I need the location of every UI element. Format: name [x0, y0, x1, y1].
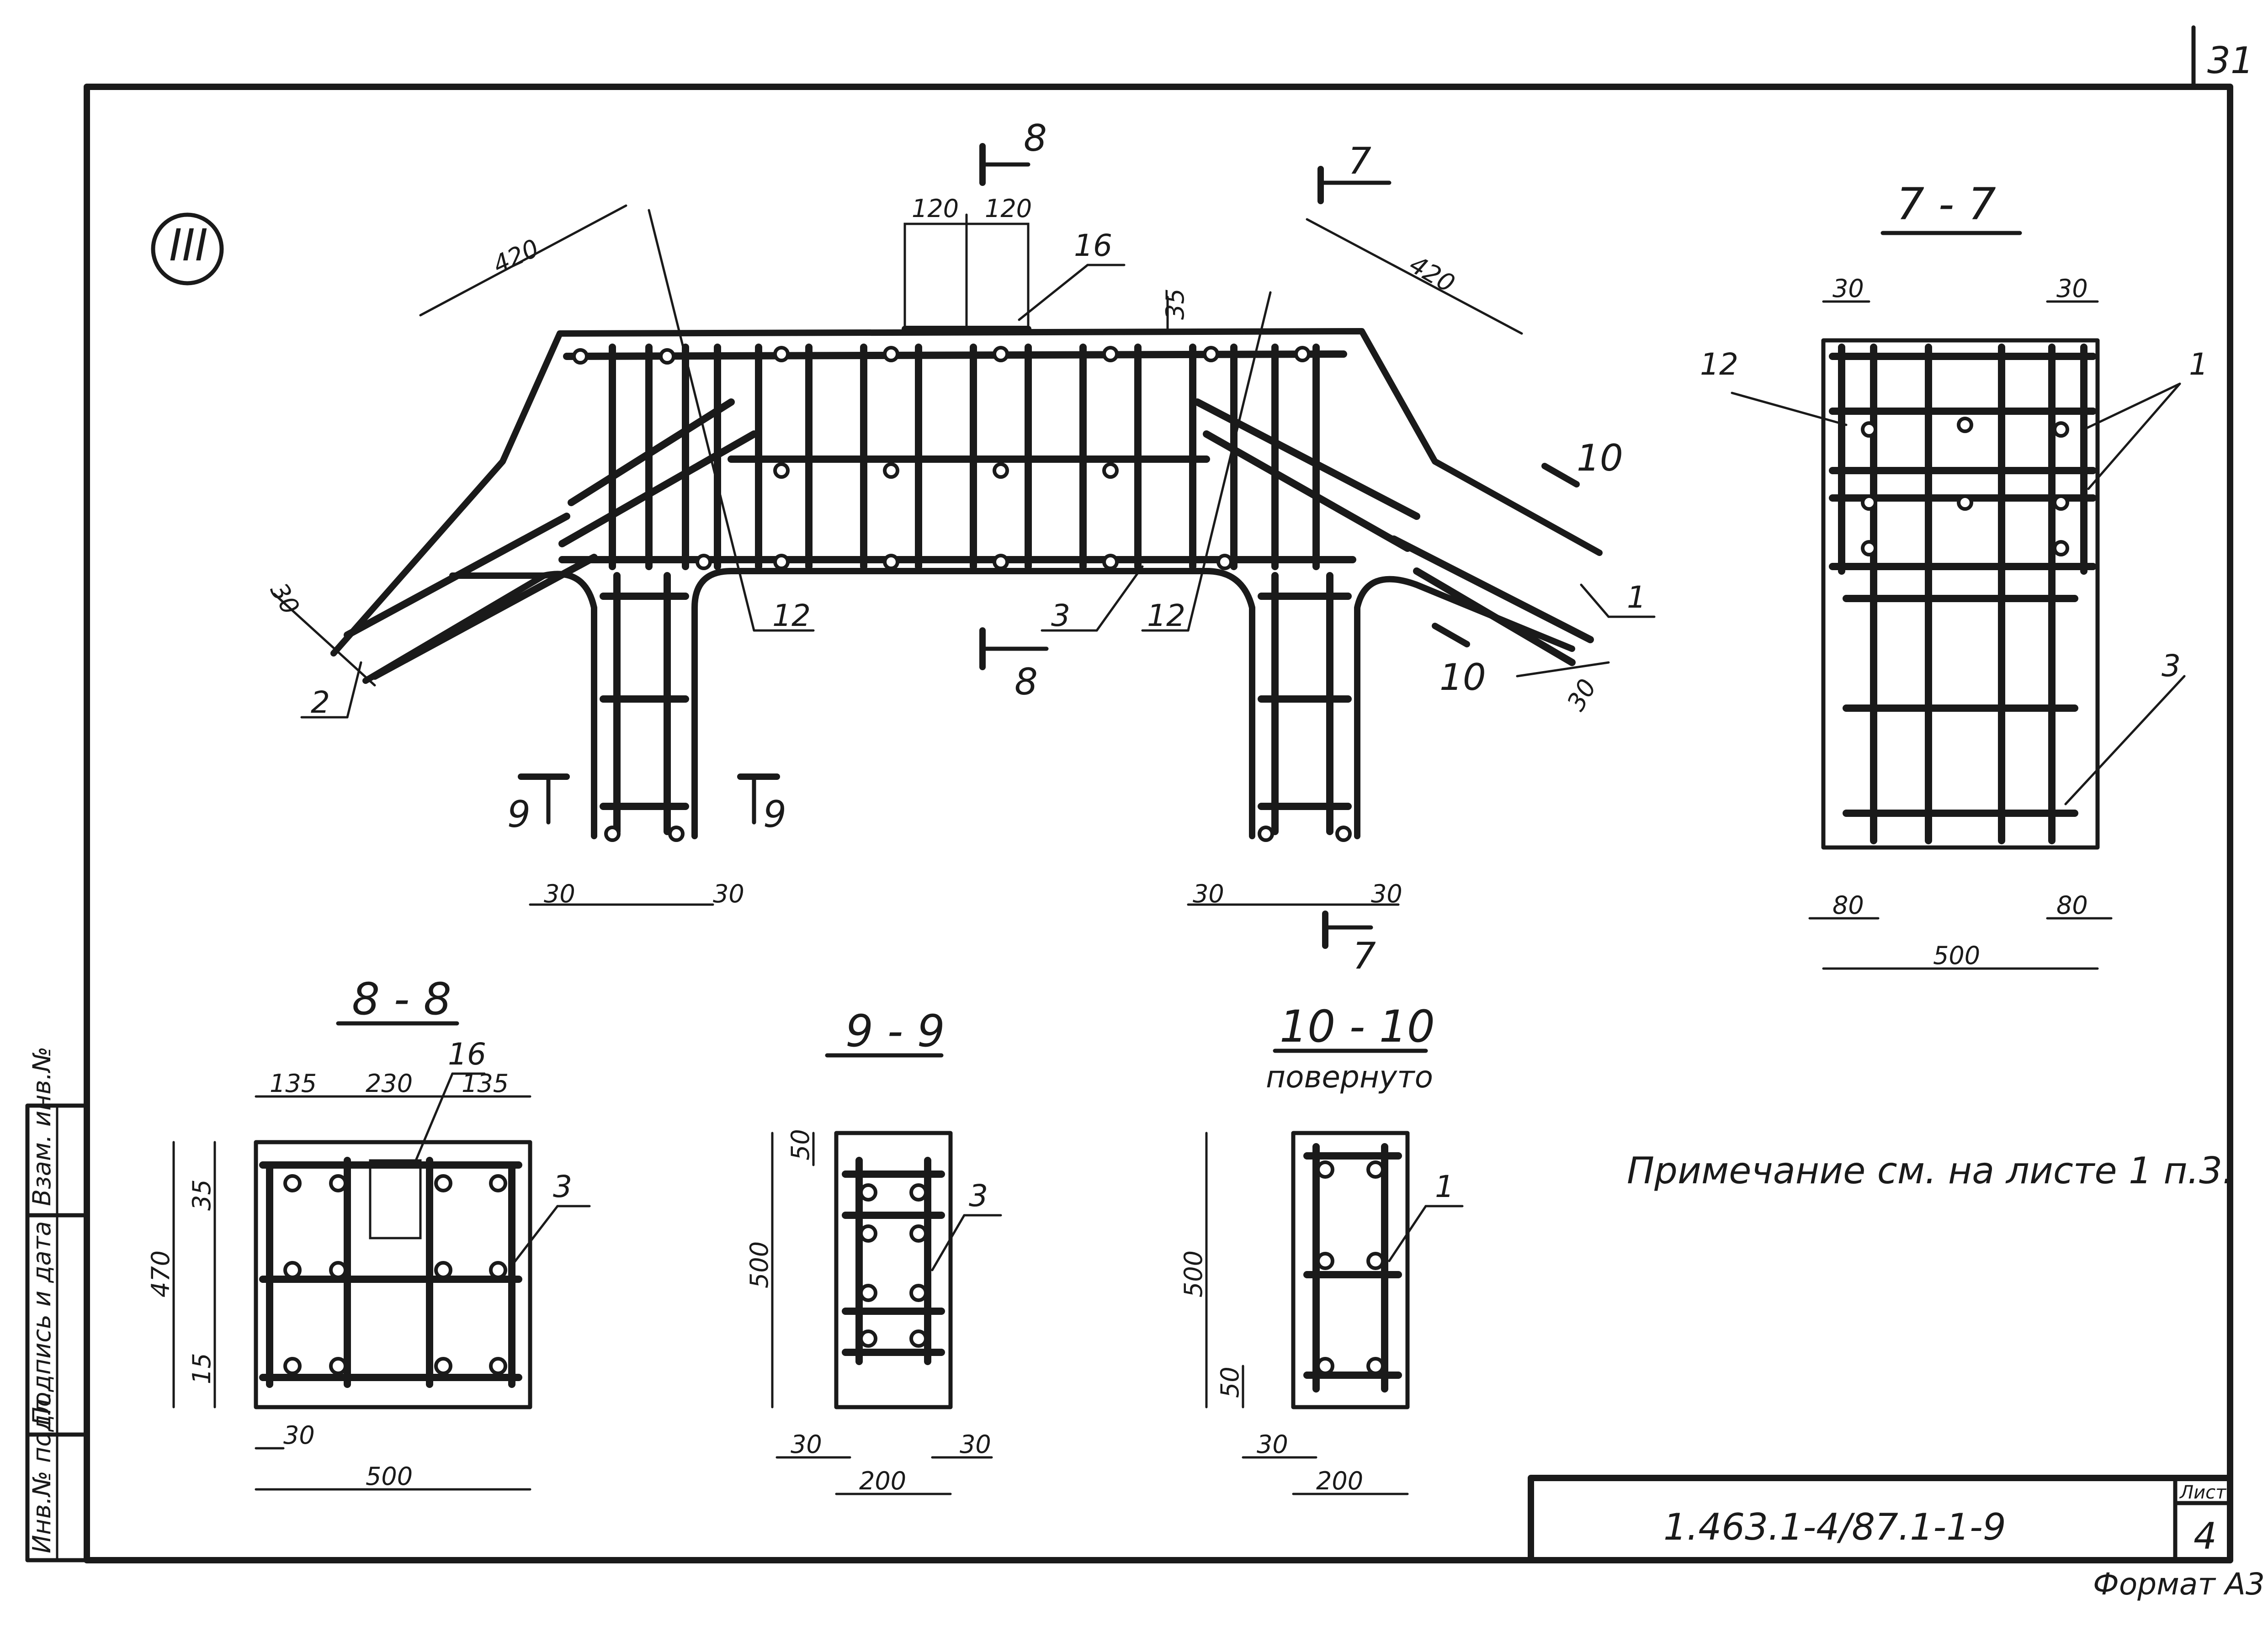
- node-circle: [151, 212, 224, 286]
- stamp-vzam: Взам. инв.№: [27, 1047, 56, 1206]
- bar-section-dots: [572, 346, 1352, 842]
- callout-10-10-1: 1: [1435, 1169, 1454, 1204]
- section-mark-9-right: 9: [763, 793, 786, 836]
- section-10-10-subtitle: повернуто: [1266, 1059, 1433, 1095]
- section-mark-10-bottom: 10: [1439, 656, 1486, 699]
- dim-9-9-r: 30: [960, 1430, 991, 1459]
- beam-stirrups: [609, 344, 1320, 570]
- callout-12-left: 12: [772, 598, 811, 633]
- dim-10-10-h: 500: [1179, 1250, 1208, 1297]
- callout-12-right: 12: [1147, 598, 1185, 633]
- section-mark-7-top: 7: [1348, 140, 1371, 182]
- callout-1: 1: [1627, 580, 1646, 615]
- title-block-code: 1.463.1-4/87.1-1-9: [1663, 1506, 2006, 1548]
- dim-9-9-width: 200: [859, 1467, 906, 1495]
- dim-9-9-h: 500: [745, 1241, 774, 1288]
- dim-7-7-top-l: 30: [1832, 274, 1864, 303]
- dim-8-8-width: 500: [366, 1462, 413, 1491]
- main-view: III: [151, 117, 1656, 977]
- page-number: 31: [2207, 39, 2254, 82]
- format-label: Формат А3: [2093, 1567, 2265, 1602]
- section-10-10-title: 10 - 10: [1280, 1001, 1435, 1052]
- stamp-podpis: Подпись и дата: [27, 1221, 56, 1425]
- dim-10-10-width: 200: [1316, 1467, 1363, 1495]
- callout-7-7-12: 12: [1700, 347, 1738, 382]
- section-mark-7-bottom: 7: [1353, 935, 1376, 977]
- sheet-frame: 31: [84, 25, 2254, 1563]
- section-mark-8-bottom: 8: [1014, 661, 1038, 703]
- dim-7-7-width: 500: [1933, 941, 1980, 970]
- side-stamp: Инв.№ подл. Подпись и дата Взам. инв.№: [25, 1047, 89, 1562]
- title-block: 1.463.1-4/87.1-1-9 Лист 4 Формат А3: [1528, 1475, 2265, 1602]
- section-9-9-title: 9 - 9: [845, 1006, 945, 1057]
- dim-8-8-b: 230: [366, 1069, 413, 1098]
- callout-7-7-3: 3: [2162, 648, 2181, 683]
- section-8-8: 8 - 8 135 230 135 470 35 15 30 500 16 3: [146, 974, 591, 1491]
- callout-9-9-3: 3: [969, 1178, 988, 1213]
- dim-8-8-side: 30: [283, 1421, 315, 1450]
- dim-30-right: 30: [1562, 674, 1602, 715]
- callout-7-7-1: 1: [2189, 347, 2208, 382]
- callout-8-8-16: 16: [448, 1037, 486, 1072]
- node-label: III: [169, 220, 208, 271]
- main-dimensions: [273, 204, 1610, 906]
- callout-3: 3: [1051, 598, 1070, 633]
- dim-420-left: 420: [489, 233, 543, 280]
- section-7-7: 7 - 7 30 30 80 80 500 12 1: [1700, 179, 2208, 970]
- dim-10-10-l: 30: [1257, 1430, 1288, 1459]
- dim-leg-l-30b: 30: [713, 879, 744, 908]
- dim-8-8-a: 135: [270, 1069, 317, 1098]
- dim-8-8-t: 35: [187, 1179, 216, 1211]
- dim-10-10-b: 50: [1216, 1366, 1244, 1398]
- section-mark-8-top: 8: [1024, 117, 1047, 159]
- stamp-inv-podl: Инв.№ подл.: [27, 1391, 56, 1553]
- frame-outline: [330, 328, 1603, 839]
- dim-leg-r-30b: 30: [1371, 879, 1402, 908]
- section-8-8-title: 8 - 8: [352, 974, 451, 1025]
- callout-8-8-3: 3: [553, 1169, 572, 1204]
- section-mark-10-top: 10: [1577, 437, 1623, 479]
- legs: [600, 572, 1352, 835]
- section-7-7-title: 7 - 7: [1896, 179, 1996, 230]
- dim-8-8-h: 470: [146, 1250, 175, 1297]
- dim-9-9-l: 30: [791, 1430, 822, 1459]
- callout-2: 2: [311, 685, 330, 720]
- dim-120-right: 120: [985, 194, 1032, 223]
- note-text: Примечание см. на листе 1 п.3.: [1627, 1149, 2234, 1192]
- section-markers: [518, 143, 1580, 949]
- dim-9-9-t: 50: [786, 1129, 815, 1160]
- dim-35: 35: [1161, 288, 1190, 320]
- callout-leaders: [300, 209, 1656, 719]
- dim-leg-l-30a: 30: [544, 879, 575, 908]
- dim-7-7-top-r: 30: [2056, 274, 2088, 303]
- section-9-9: 9 - 9 50 500 30 30 200 3: [745, 1006, 1002, 1495]
- dim-7-7-bot-l: 80: [1832, 891, 1864, 920]
- dim-30-left: 30: [265, 578, 305, 620]
- section-mark-9-left: 9: [507, 793, 531, 836]
- section-10-10: 10 - 10 повернуто 500 50 30 200 1: [1179, 1001, 1464, 1495]
- callout-16: 16: [1074, 228, 1112, 263]
- dim-120-left: 120: [912, 194, 959, 223]
- dim-leg-r-30a: 30: [1193, 879, 1224, 908]
- dim-7-7-bot-r: 80: [2056, 891, 2088, 920]
- section-7-7-outline: [1821, 338, 2100, 850]
- dim-8-8-bt: 15: [187, 1353, 216, 1384]
- sheet-label: Лист: [2179, 1482, 2227, 1503]
- dim-420-right: 420: [1405, 250, 1460, 298]
- sheet-number: 4: [2194, 1515, 2217, 1557]
